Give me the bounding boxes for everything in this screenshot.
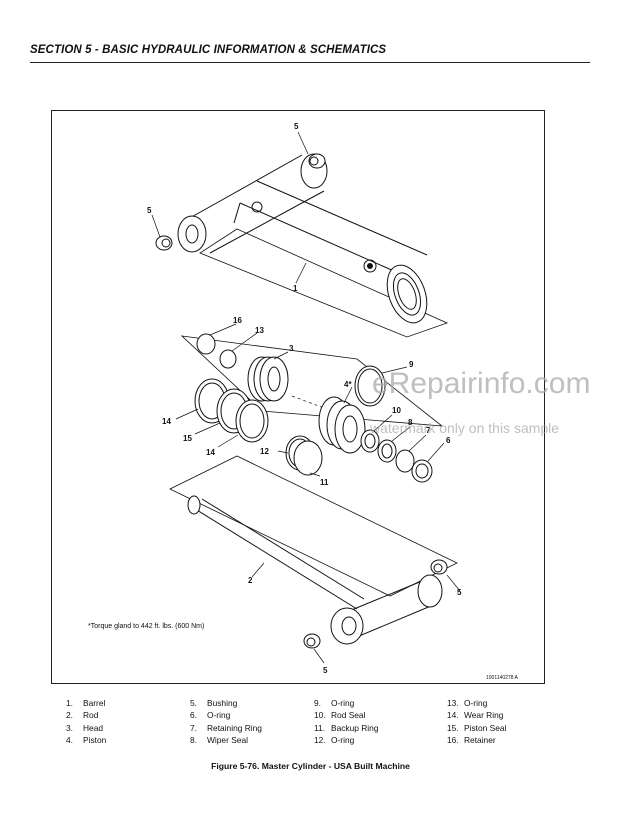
legend-item: 8.Wiper Seal: [190, 734, 248, 745]
exploded-view-drawing: 5 5 1 16 13 3 9 4* 14 15 14 10 8 7 6 12 …: [88, 122, 519, 681]
figure-caption: Figure 5-76. Master Cylinder - USA Built…: [211, 761, 410, 771]
legend-item: 9.O-ring: [314, 698, 355, 708]
section-header: SECTION 5 - BASIC HYDRAULIC INFORMATION …: [30, 44, 387, 56]
watermark-brand: eRepairinfo.com: [372, 367, 591, 400]
drawing-id: 1001140278 A: [486, 675, 519, 681]
callout-2: 2: [248, 576, 253, 585]
callout-5c: 5: [457, 588, 462, 597]
legend-item: 10.Rod Seal: [314, 710, 366, 721]
figure-frame: 5 5 1 16 13 3 9 4* 14 15 14 10 8 7 6 12 …: [51, 110, 545, 684]
callout-3: 3: [289, 344, 294, 353]
legend-item: 6.O-ring: [190, 710, 231, 721]
rod-drawing: [169, 455, 461, 664]
callout-15: 15: [183, 434, 192, 443]
callout-6: 6: [446, 436, 451, 445]
parts-legend: 1.Barrel 5.Bushing 9.O-ring 13.O-ring 2.…: [66, 697, 536, 746]
legend-item: 3.Head: [66, 722, 104, 733]
barrel-drawing: [151, 131, 449, 338]
legend-item: 1.Barrel: [66, 698, 106, 708]
torque-note: *Torque gland to 442 ft. lbs. (600 Nm): [88, 623, 204, 630]
callout-5a: 5: [294, 122, 299, 131]
legend-item: 12.O-ring: [314, 734, 355, 745]
legend-item: 15.Piston Seal: [447, 722, 507, 733]
legend-item: 13.O-ring: [447, 698, 488, 708]
legend-item: 4.Piston: [66, 734, 107, 745]
legend-item: 16.Retainer: [447, 734, 496, 745]
callout-1: 1: [293, 284, 298, 293]
legend-item: 2.Rod: [66, 710, 99, 721]
callout-7: 7: [426, 426, 431, 435]
callout-12: 12: [260, 447, 269, 456]
legend-item: 14.Wear Ring: [447, 710, 504, 721]
callout-8: 8: [408, 418, 413, 427]
callout-4: 4*: [344, 380, 352, 389]
header-rule: [30, 62, 590, 63]
callout-5d: 5: [323, 666, 328, 675]
piston-head-drawing: [175, 323, 445, 483]
callout-14a: 14: [162, 417, 171, 426]
legend-item: 11.Backup Ring: [314, 722, 379, 733]
callout-14b: 14: [206, 448, 215, 457]
legend-item: 7.Retaining Ring: [190, 722, 262, 733]
callout-13: 13: [255, 326, 264, 335]
callout-16: 16: [233, 316, 242, 325]
callout-10: 10: [392, 406, 401, 415]
watermark-note: watermark only on this sample: [370, 420, 560, 436]
callout-9: 9: [409, 360, 414, 369]
legend-item: 5.Bushing: [190, 698, 238, 708]
callout-5b: 5: [147, 206, 152, 215]
callout-11: 11: [320, 478, 329, 487]
